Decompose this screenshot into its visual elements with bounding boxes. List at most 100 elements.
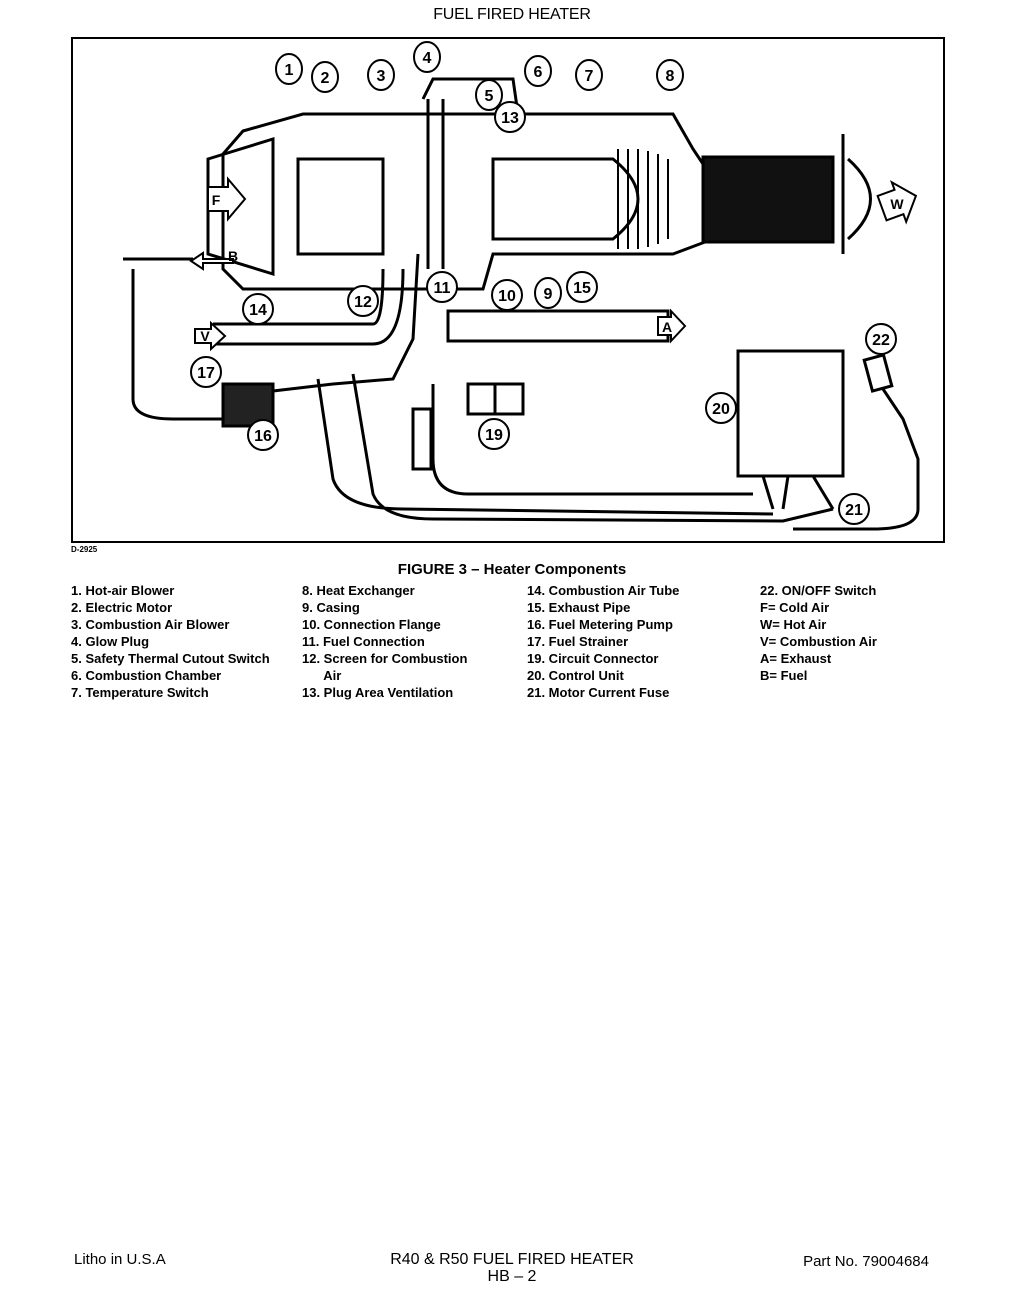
callout-number: 22: [872, 332, 890, 349]
footer-title: R40 & R50 FUEL FIRED HEATER HB – 2: [0, 1251, 1024, 1285]
callout-1: 1: [275, 53, 303, 85]
legend-item: 17. Fuel Strainer: [527, 634, 629, 649]
callout-number: 3: [377, 68, 386, 85]
callout-number: 16: [254, 428, 272, 445]
on-off-switch: [862, 353, 894, 393]
callout-number: 7: [585, 68, 594, 85]
callout-number: 4: [423, 50, 432, 67]
legend-item: 19. Circuit Connector: [527, 651, 659, 666]
exhaust-cap: [841, 134, 872, 254]
electric-motor-body: [296, 157, 385, 256]
legend-item: 8. Heat Exchanger: [302, 583, 415, 598]
exhaust-silencer: [701, 155, 835, 244]
callout-19: 19: [478, 418, 510, 450]
fuel-arrow: [189, 251, 234, 271]
figure-caption: FIGURE 3 – Heater Components: [397, 561, 627, 578]
fuel-line: [123, 257, 238, 421]
legend-item: 2. Electric Motor: [71, 600, 173, 615]
legend-column-4: 22. ON/OFF Switch F= Cold Air W= Hot Air…: [760, 582, 877, 684]
callout-number: 15: [573, 280, 591, 297]
drawing-code: D-2925: [71, 545, 98, 554]
legend-item: 7. Temperature Switch: [71, 685, 209, 700]
legend-item: W= Hot Air: [760, 617, 827, 632]
callout-8: 8: [656, 59, 684, 91]
callout-12: 12: [347, 285, 379, 317]
legend-item: Air: [302, 668, 342, 683]
callout-number: 2: [321, 70, 330, 87]
legend-item: 4. Glow Plug: [71, 634, 150, 649]
callout-number: 5: [485, 88, 494, 105]
callout-number: 12: [354, 294, 372, 311]
legend-item: 3. Combustion Air Blower: [71, 617, 230, 632]
letter-v: V: [200, 328, 210, 344]
legend-item: 20. Control Unit: [527, 668, 624, 683]
callout-9: 9: [534, 277, 562, 309]
callout-number: 10: [498, 288, 516, 305]
legend-item: 12. Screen for Combustion: [302, 651, 468, 666]
callout-5: 5: [475, 79, 503, 111]
legend-item: 5. Safety Thermal Cutout Switch: [71, 651, 270, 666]
diagram-letters: F W V A B: [200, 192, 904, 344]
exhaust-tube: [446, 309, 670, 343]
legend-item: 21. Motor Current Fuse: [527, 685, 670, 700]
letter-b: B: [228, 248, 238, 264]
legend-item: 16. Fuel Metering Pump: [527, 617, 673, 632]
combustion-chamber: [491, 157, 640, 241]
legend-column-2: 8. Heat Exchanger 9. Casing 10. Connecti…: [302, 582, 467, 701]
page-header-title: FUEL FIRED HEATER: [433, 6, 591, 23]
letter-a: A: [662, 319, 672, 335]
heater-housing: [221, 112, 715, 291]
callout-7: 7: [575, 59, 603, 91]
callout-number: 11: [434, 280, 451, 297]
cold-air-arrow: [207, 176, 247, 222]
legend-item: F= Cold Air: [760, 600, 830, 615]
callout-2: 2: [311, 61, 339, 93]
legend-item: 1. Hot-air Blower: [71, 583, 175, 598]
wiring-harness: [316, 373, 834, 523]
footer-document-title: R40 & R50 FUEL FIRED HEATER: [390, 1251, 634, 1268]
callout-number: 17: [197, 365, 215, 382]
callout-15: 15: [566, 271, 598, 303]
callout-6: 6: [524, 55, 552, 87]
flow-arrows: [189, 176, 918, 352]
footer-part-number: Part No. 79004684: [803, 1253, 929, 1270]
letter-w: W: [890, 196, 904, 212]
combustion-air-arrow: [194, 320, 227, 352]
control-unit: [736, 349, 845, 478]
legend-item: 13. Plug Area Ventilation: [302, 685, 454, 700]
callout-4: 4: [413, 41, 441, 73]
footer-page-number: HB – 2: [487, 1268, 537, 1285]
callout-number: 6: [534, 64, 543, 81]
callout-21: 21: [838, 493, 870, 525]
callout-14: 14: [242, 293, 274, 325]
exhaust-arrow: [657, 308, 687, 344]
combustion-air-tube: [213, 268, 385, 326]
callout-number: 9: [544, 286, 553, 303]
glow-plug-assembly: [421, 77, 520, 269]
footer-litho: Litho in U.S.A: [74, 1251, 166, 1268]
legend-item: B= Fuel: [760, 668, 808, 683]
legend-item: 11. Fuel Connection: [302, 634, 425, 649]
legend-column-3: 14. Combustion Air Tube 15. Exhaust Pipe…: [527, 582, 679, 701]
legend-item: 15. Exhaust Pipe: [527, 600, 631, 615]
callout-10: 10: [491, 279, 523, 311]
legend-item: A= Exhaust: [760, 651, 832, 666]
legend-item: 6. Combustion Chamber: [71, 668, 222, 683]
blower-intake: [206, 136, 275, 277]
callout-number: 1: [285, 62, 294, 79]
callout-3: 3: [367, 59, 395, 91]
hot-air-arrow: [876, 180, 918, 225]
callout-number: 21: [845, 502, 863, 519]
legend-item: 14. Combustion Air Tube: [527, 583, 680, 598]
callout-20: 20: [705, 392, 737, 424]
callout-number: 8: [666, 68, 675, 85]
legend-item: 10. Connection Flange: [302, 617, 441, 632]
callout-number: 19: [485, 427, 503, 444]
callout-17: 17: [190, 356, 222, 388]
callout-22: 22: [865, 323, 897, 355]
callout-11: 11: [426, 271, 458, 303]
heat-exchanger-fins: [617, 149, 669, 249]
